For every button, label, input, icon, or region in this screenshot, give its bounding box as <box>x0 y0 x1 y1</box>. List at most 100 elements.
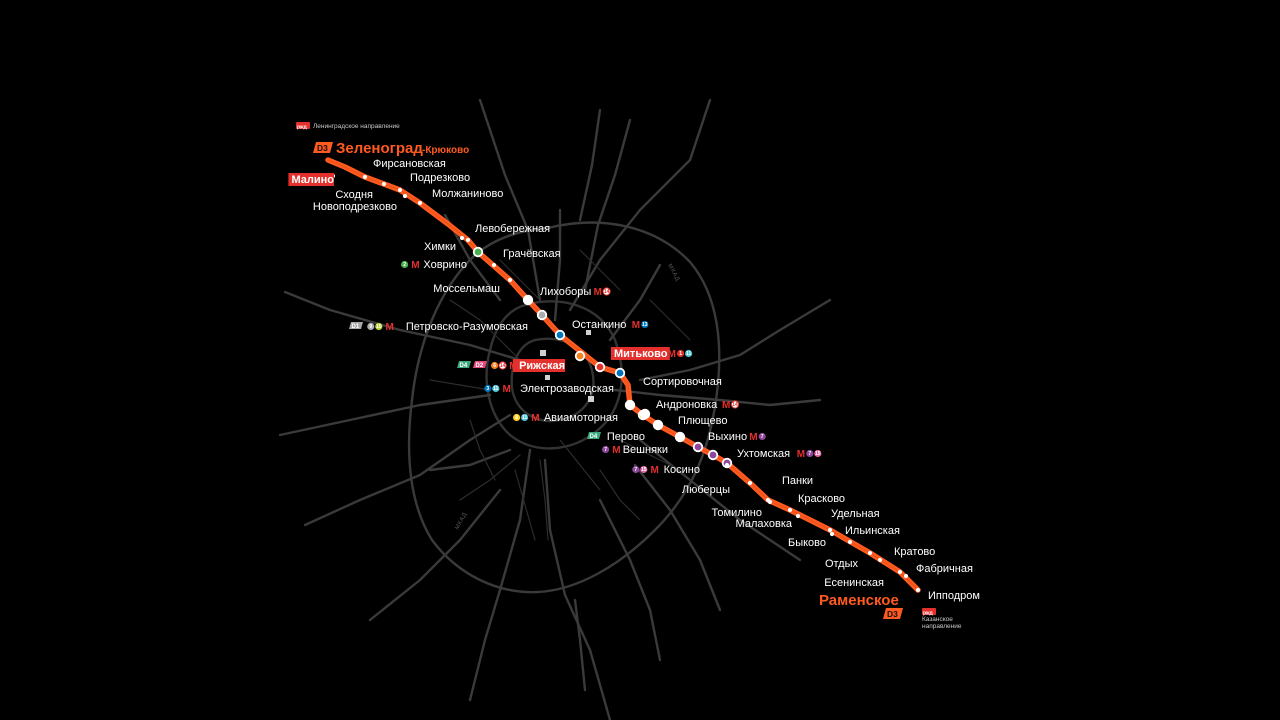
station-label-likhobory: Лихоборы <box>540 286 591 298</box>
mcd-badge-text-d1: D1 <box>352 324 360 330</box>
mcd-badge-d2 <box>473 361 487 368</box>
north-terminal: D3 Зеленоград -Крюково <box>313 140 469 157</box>
station-label-aviamotornaya: Авиамоторная <box>544 412 618 424</box>
metro-line-num-khovrino-2: 2 <box>403 262 406 268</box>
mkad-label-south: МКАД <box>454 512 468 531</box>
station-label-levoberezhnaya: Левобережная <box>475 223 550 235</box>
station-highlight-box-rizhskaya <box>512 359 565 372</box>
south-terminal: Раменское D3 <box>819 592 903 619</box>
station-highlight-box-mitkovo <box>611 347 670 360</box>
terminal-north-suffix: -Крюково <box>422 145 469 156</box>
metro-line-num-kosino-7: 7 <box>634 467 637 473</box>
inner-streets <box>429 249 691 541</box>
metro-logo-rizhskaya: М <box>509 361 517 372</box>
station-label-veshnyaki: Вешняки <box>623 444 668 456</box>
rzd-logo-south: ржд <box>922 608 936 617</box>
metro-line-num-elektrozavodskaya-3: 3 <box>486 386 489 392</box>
station-marker-core-sortirovochnaya <box>626 401 634 409</box>
station-label-rizhskaya: Рижская <box>519 360 565 372</box>
station-marker-firsanovskaya <box>362 174 368 180</box>
metro-line-badge-ukhtomskaya-7 <box>806 449 814 458</box>
station-label-khovrino: Ховрино <box>423 259 467 271</box>
metro-logo-mitkovo: М <box>668 349 676 360</box>
station-marker-core-likhobory <box>524 296 532 304</box>
direction-south-line2: направление <box>922 623 962 630</box>
station-label-tomilino: Томилино <box>712 507 762 519</box>
metro-line-num-mitkovo-11: 11 <box>686 351 692 357</box>
station-label-perovo: Перово <box>607 431 645 443</box>
route-badge-south <box>883 608 903 619</box>
station-marker-core-rizhskaya <box>576 352 584 360</box>
station-marker-core-ostankino <box>556 331 564 339</box>
metro-logo-veshnyaki: М <box>612 445 620 456</box>
station-label-molzhaninovo: Молжаниново <box>432 188 503 200</box>
metro-line-badge-kosino-15 <box>640 465 648 474</box>
metro-line-badge-aviamotornaya-8 <box>513 413 521 422</box>
station-label-kraskovo: Красково <box>798 493 845 505</box>
station-label-mitkovo: Митьково <box>614 348 668 360</box>
station-label-firsanovskaya: Фирсановская <box>373 158 446 170</box>
route-badge-north <box>313 142 333 153</box>
mcd-badge-d4b <box>587 432 601 439</box>
metro-line-num-likhobory-14: 14 <box>604 289 610 295</box>
metro-line-badge-veshnyaki-7 <box>602 445 610 454</box>
south-direction-tag: ржд Казанское направление <box>922 608 962 630</box>
metro-line-badge-likhobory-14 <box>602 287 611 296</box>
station-label-ploshchevo: Плющево <box>678 415 727 427</box>
station-marker-ippodrom <box>915 587 921 593</box>
metro-line-num-rizhskaya-14: 14 <box>500 363 506 369</box>
metro-line-num-vykhino-7: 7 <box>761 434 764 440</box>
station-marker-core-mitkovo <box>596 363 604 371</box>
mcd-badge-text-d4b: D4 <box>590 434 598 440</box>
station-label-lyubertsy: Люберцы <box>682 484 730 496</box>
station-label-khimki: Химки <box>424 241 456 253</box>
station-marker-bykovo <box>829 531 835 537</box>
station-markers <box>330 173 921 593</box>
station-label-bykovo: Быково <box>788 537 826 549</box>
station-marker-tomilino <box>767 499 773 505</box>
station-marker-novopodrezkovo <box>402 193 408 199</box>
metro-line-badge-rizhskaya-6 <box>491 361 499 370</box>
station-marker-core-khovrino <box>474 248 482 256</box>
metro-line-badge-ostankino-13 <box>641 320 649 329</box>
station-label-mosselmash: Моссельмаш <box>433 283 500 295</box>
road-network <box>278 98 832 720</box>
route-badge-south-text: D3 <box>887 609 898 619</box>
station-label-fabrichnaya: Фабричная <box>916 563 973 575</box>
station-marker-grachevskaya <box>491 262 497 268</box>
station-marker-kosino <box>724 462 730 468</box>
station-label-skhodnya: Сходня <box>335 189 373 201</box>
metro-logo-khovrino: М <box>411 260 419 271</box>
svg-text:ржд: ржд <box>297 125 308 131</box>
direction-north: Ленинградское направление <box>313 123 400 130</box>
rzd-logo-north: ржд <box>296 122 310 131</box>
terminal-south-name: Раменское <box>819 592 899 609</box>
metro-logo-likhobory: М <box>594 287 602 298</box>
metro-line-badge-ukhtomskaya-15 <box>814 449 822 458</box>
station-label-malino: Малино <box>291 174 334 186</box>
station-label-ostankino: Останкино <box>572 319 626 331</box>
station-label-kratovo: Кратово <box>894 546 935 558</box>
metro-logo-elektrozavodskaya: М <box>502 384 510 395</box>
station-labels: МалиноФирсановскаяСходняПодрезковоНовопо… <box>288 158 980 602</box>
station-label-malakhovka: Малаховка <box>736 518 793 530</box>
metro-line-badge-petrovsko-10 <box>375 322 383 331</box>
metro-logo-vykhino: М <box>749 432 757 443</box>
mkad-label-north: МКАД <box>666 263 680 282</box>
station-label-ippodrom: Ипподром <box>928 590 980 602</box>
metro-logo-ostankino: М <box>632 320 640 331</box>
metro-line-num-petrovsko-10: 10 <box>376 324 382 330</box>
metro-line-num-andronovka-14: 14 <box>732 402 738 408</box>
station-label-yeseninskaya: Есенинская <box>824 577 884 589</box>
metro-line-badge-mitkovo-11 <box>685 349 693 358</box>
station-marker-fabrichnaya <box>903 573 909 579</box>
station-marker-core-vykhino <box>694 443 702 451</box>
station-marker-malakhovka <box>795 513 801 519</box>
station-marker-kratovo <box>877 557 883 563</box>
station-label-ukhtomskaya: Ухтомская <box>737 448 790 460</box>
metro-logo-kosino: М <box>650 465 658 476</box>
metro-line-num-ukhtomskaya-7: 7 <box>808 451 811 457</box>
station-marker-ilinskaya <box>847 539 853 545</box>
